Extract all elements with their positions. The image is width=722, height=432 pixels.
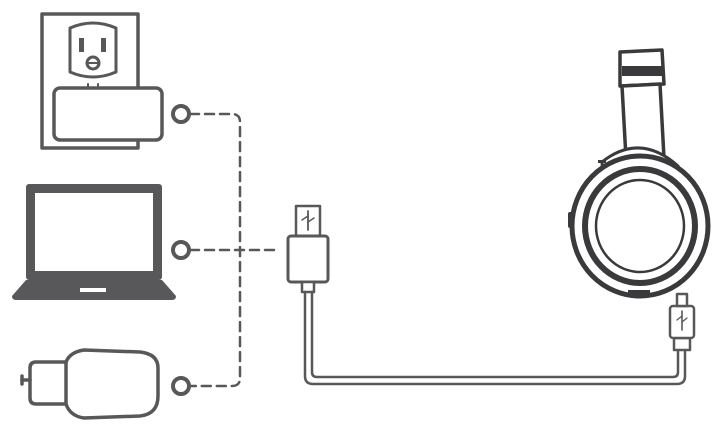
car-charger-icon [20, 348, 160, 420]
headphones-icon [568, 48, 711, 299]
usb-a-plug-icon [286, 204, 330, 294]
adapter-port-connector [171, 104, 191, 124]
laptop-port-connector [171, 240, 191, 260]
usb-cable [303, 290, 687, 386]
micro-usb-plug-icon [668, 292, 696, 352]
laptop-icon [12, 184, 176, 300]
usb-wall-adapter-icon [52, 83, 164, 142]
car-charger-port-connector [171, 376, 191, 396]
dashed-connection-lines [188, 112, 278, 388]
